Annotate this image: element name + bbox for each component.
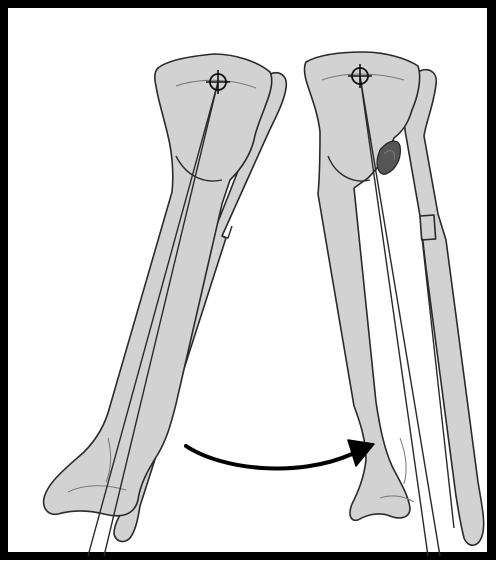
rotation-arrow-icon bbox=[186, 440, 374, 468]
left-tibia bbox=[44, 54, 272, 516]
right-bone-pair bbox=[305, 52, 484, 556]
right-fibula-plate bbox=[420, 215, 436, 240]
bone-diagram: .bone { fill: #d2d2d2; stroke: #2a2a2a; … bbox=[8, 8, 496, 568]
left-bone-pair bbox=[44, 54, 287, 556]
